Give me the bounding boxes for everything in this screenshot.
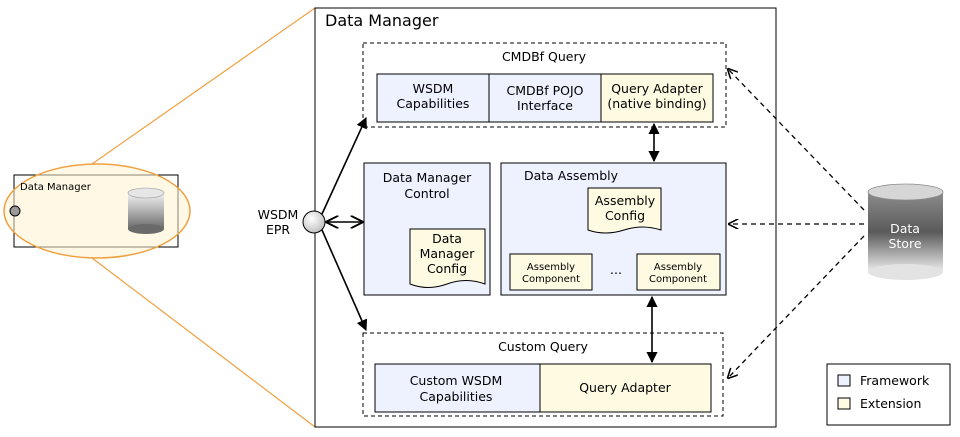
zoom-line-bottom: [91, 257, 316, 428]
wsdm-epr-line2: EPR: [266, 222, 290, 237]
thumbnail-database-icon: [127, 187, 165, 234]
custom-query-group: Custom Query Custom WSDM Capabilities Qu…: [362, 332, 724, 417]
custom-query-adapter-box: [539, 363, 712, 413]
cmdbf-query-group: CMDBf Query WSDM Capabilities CMDBf POJO…: [362, 42, 727, 128]
epr-to-cmdbf-arrow: [321, 116, 367, 215]
legend-extension-label: Extension: [860, 396, 921, 411]
custom-query-adapter-label: Query Adapter: [579, 380, 671, 395]
assembly-component-left-line2: Component: [522, 274, 580, 285]
main-title: Data Manager: [325, 11, 439, 30]
assembly-component-right-box: [636, 253, 721, 291]
connectors: [321, 69, 865, 378]
cmdbf-pojo-interface-line1: CMDBf POJO: [507, 83, 584, 98]
store-to-custom-dashed-arrow: [728, 235, 865, 378]
cmdbf-wsdm-capabilities-line1: WSDM: [413, 81, 454, 96]
assembly-config-document-icon: [587, 187, 662, 234]
assembly-component-left-line1: Assembly: [527, 262, 575, 273]
data-manager-config-document-icon: [409, 228, 486, 288]
legend-extension-swatch: [837, 397, 851, 410]
custom-query-boundary: [362, 332, 724, 417]
cmdbf-wsdm-capabilities-line2: Capabilities: [397, 96, 470, 111]
data-assembly-group: Data Assembly Assembly Config Assembly C…: [500, 162, 727, 296]
custom-wsdm-capabilities-box: [374, 363, 541, 413]
cmdbf-wsdm-capabilities-box: [376, 73, 490, 123]
epr-to-custom-arrow: [321, 229, 368, 332]
assembly-ellipsis: ...: [610, 262, 622, 277]
zoom-line-top: [91, 7, 316, 165]
cmdbf-query-title: CMDBf Query: [502, 49, 587, 64]
store-to-cmdbf-dashed-arrow: [728, 69, 865, 211]
data-assembly-title: Data Assembly: [524, 168, 619, 183]
highlight-oval: [3, 163, 191, 259]
thumbnail-label: Data Manager: [20, 182, 92, 193]
thumbnail-port-icon: [9, 205, 21, 217]
custom-wsdm-capabilities-line2: Capabilities: [420, 389, 493, 404]
data-manager-config-line3: Config: [427, 261, 467, 276]
assembly-config-line1: Assembly: [595, 193, 656, 208]
assembly-component-left-box: [509, 253, 593, 291]
cmdbf-pojo-interface-line2: Interface: [517, 98, 573, 113]
cmdbf-query-adapter-box: [600, 73, 714, 123]
data-manager-config-line1: Data: [432, 231, 462, 246]
custom-query-title: Custom Query: [498, 339, 588, 354]
wsdm-epr: WSDM EPR: [258, 207, 326, 237]
cmdbf-query-adapter-line2: (native binding): [607, 96, 706, 111]
assembly-component-right-line2: Component: [649, 274, 707, 285]
cmdbf-pojo-interface-box: [488, 73, 602, 123]
data-store-line1: Data: [890, 221, 920, 236]
assembly-config-line2: Config: [605, 208, 645, 223]
data-manager-control-title-line2: Control: [404, 186, 449, 201]
data-store-database-icon: [867, 183, 944, 280]
assembly-component-right-line1: Assembly: [654, 262, 702, 273]
data-manager-config-line2: Manager: [420, 246, 476, 261]
data-store-line2: Store: [888, 236, 921, 251]
wsdm-epr-port-icon: [302, 210, 326, 234]
wsdm-epr-line1: WSDM: [258, 207, 299, 222]
cmdbf-query-adapter-line1: Query Adapter: [611, 81, 703, 96]
thumbnail-data-manager: Data Manager: [3, 7, 316, 428]
legend-framework-label: Framework: [860, 373, 930, 388]
data-store: Data Store: [867, 183, 944, 280]
legend: Framework Extension: [826, 363, 951, 426]
data-manager-control-title-line1: Data Manager: [383, 170, 472, 185]
legend-framework-swatch: [837, 374, 851, 387]
data-manager-control-group: Data Manager Control Data Manager Config: [363, 162, 491, 296]
legend-box: [826, 363, 951, 426]
custom-wsdm-capabilities-line1: Custom WSDM: [410, 373, 503, 388]
